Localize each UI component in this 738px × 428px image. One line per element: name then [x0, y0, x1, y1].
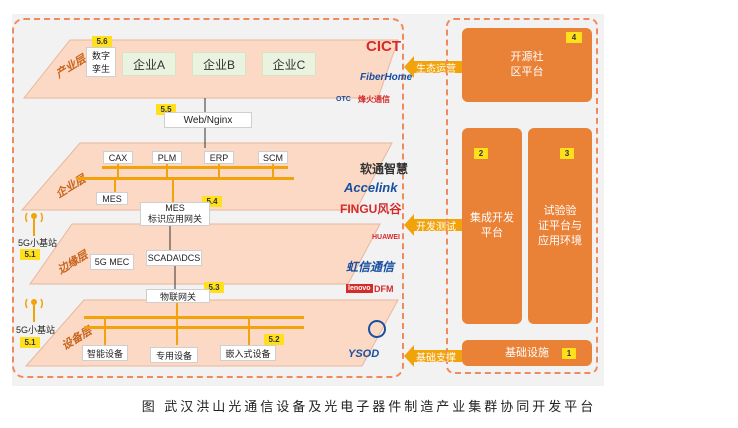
logo-cict: CICT: [366, 38, 401, 55]
system-erp: ERP: [204, 151, 234, 164]
num-1: 1: [562, 348, 576, 359]
logo-fiberhome: FiberHome: [360, 72, 413, 83]
base-station-label-1: 5G小基站: [18, 238, 58, 248]
arrow-dev-label: 开发测试: [416, 221, 456, 233]
figure-caption: 图 武汉洪山光通信设备及光电子器件制造产业集群协同开发平台: [141, 399, 597, 414]
device-stem-2: [176, 319, 178, 345]
tag-5-3: 5.3: [204, 282, 224, 293]
edge-scada-dcs: SCADA\DCS: [146, 250, 202, 266]
tag-5-1-device: 5.1: [20, 337, 40, 348]
enterprise-c: 企业C: [262, 52, 316, 76]
system-scm: SCM: [258, 151, 288, 164]
erp-stem: [218, 164, 220, 178]
arrow-eco-label: 生态运营: [416, 63, 456, 75]
tag-5-6: 5.6: [92, 36, 112, 47]
device-bus-2: [84, 326, 304, 329]
base-station-icon-1: [24, 210, 44, 241]
iot-gateway-box: 物联网关: [146, 289, 210, 303]
logo-hongxin: 虹信通信: [346, 260, 395, 274]
arrow-infra-label: 基础支撑: [416, 352, 456, 364]
enterprise-a: 企业A: [122, 52, 176, 76]
tag-5-4: 5.4: [202, 196, 222, 207]
logo-isoftstone: 软通智慧: [360, 162, 409, 176]
logo-ysod: YSOD: [348, 348, 380, 360]
device-embedded: 嵌入式设备: [220, 345, 276, 361]
device-special: 专用设备: [150, 347, 198, 363]
gateway-stem: [172, 180, 174, 202]
web-nginx-box: Web/Nginx: [164, 112, 252, 128]
tag-5-1-edge: 5.1: [20, 249, 40, 260]
enterprise-bus-top: [102, 166, 288, 169]
system-cax: CAX: [103, 151, 133, 164]
logo-fenghuo: 烽火通信: [358, 95, 390, 104]
logo-huawei: HUAWEI: [372, 234, 400, 241]
system-plm: PLM: [152, 151, 182, 164]
test-verify-platform: 试验验 证平台与 应用环境: [528, 128, 592, 324]
base-station-label-2: 5G小基站: [16, 325, 56, 335]
integrated-dev-platform: 集成开发 平台: [462, 128, 522, 324]
mes-stem: [114, 180, 116, 192]
enterprise-b: 企业B: [192, 52, 246, 76]
mes-gateway-box: MES 标识应用网关: [140, 202, 210, 226]
logo-lenovo: lenovo: [346, 284, 373, 293]
tag-5-5: 5.5: [156, 104, 176, 115]
device-bus-1: [84, 316, 304, 319]
mes-box: MES: [96, 192, 128, 205]
cax-stem: [117, 164, 119, 178]
university-seal-icon: [368, 320, 386, 338]
num-2: 2: [474, 148, 488, 159]
plm-stem: [166, 164, 168, 178]
tag-5-2: 5.2: [264, 334, 284, 345]
num-3: 3: [560, 148, 574, 159]
right-dashed-frame: [446, 18, 598, 374]
device-stem-3: [248, 319, 250, 345]
logo-accelink: Accelink: [344, 180, 398, 195]
main-dashed-frame: [12, 18, 404, 378]
digital-twin-box: 数字 孪生: [86, 47, 116, 77]
edge-5g-mec: 5G MEC: [90, 254, 134, 270]
enterprise-bus: [76, 177, 294, 180]
device-smart: 智能设备: [82, 345, 128, 361]
base-station-icon-2: [24, 296, 44, 327]
logo-fingu: FINGU风谷: [340, 202, 402, 216]
scm-stem: [272, 164, 274, 178]
device-stem-1: [104, 319, 106, 345]
num-4: 4: [566, 32, 582, 43]
logo-otc: OTC: [336, 96, 351, 103]
logo-dfm: DFM: [374, 284, 394, 294]
device-stem-main: [176, 303, 178, 317]
